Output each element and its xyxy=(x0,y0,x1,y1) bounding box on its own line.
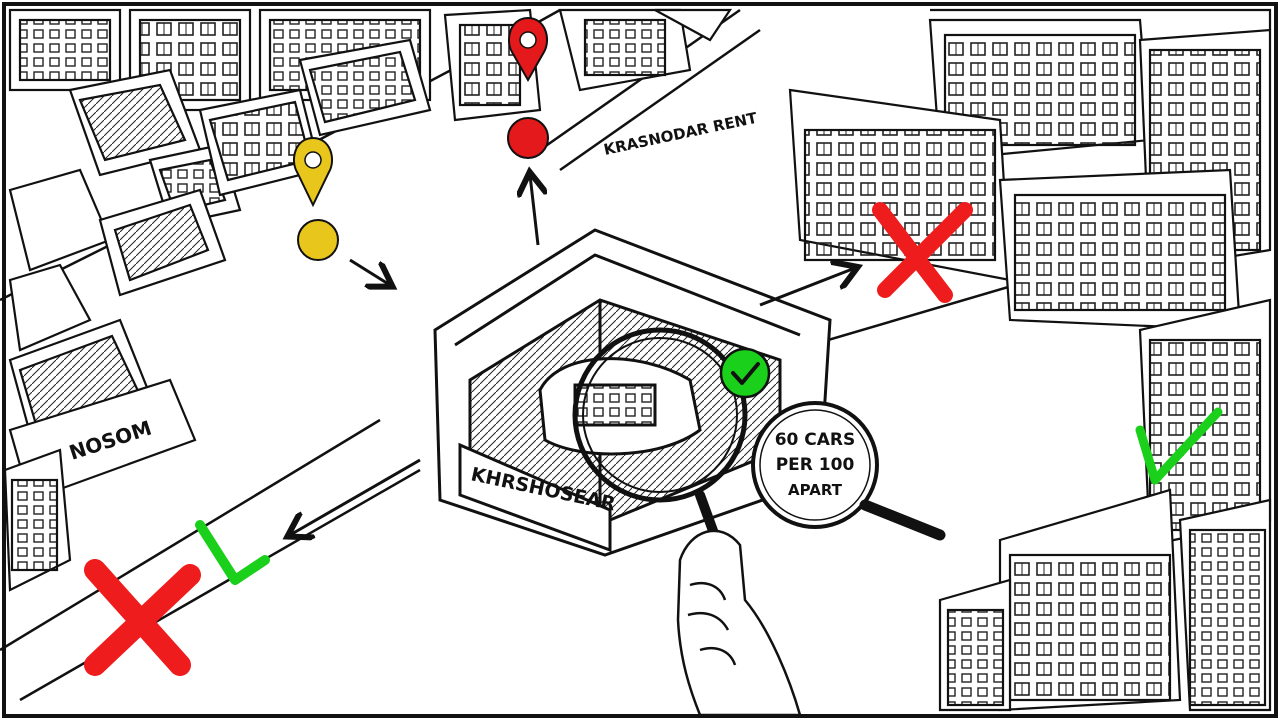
yellow-location-pin-icon xyxy=(293,136,339,261)
apartments-bottom-right xyxy=(938,298,1272,712)
arrow-icon-down-left xyxy=(290,458,421,535)
buildings-top-left xyxy=(8,8,432,352)
arrow-icon-right xyxy=(759,268,855,307)
top-street-label: KRASNODAR RENT xyxy=(602,109,759,159)
red-cross-icon xyxy=(872,202,973,303)
magnifier-callout: 60 CARS PER 100 APART xyxy=(751,401,946,541)
green-check-icon xyxy=(719,347,771,399)
red-cross-icon-bottom xyxy=(84,559,201,676)
green-check-icon-right xyxy=(1135,407,1223,485)
green-check-icon-bottom xyxy=(195,520,270,585)
magnifier-line2: PER 100 xyxy=(776,455,855,475)
magnifier-line1: 60 CARS xyxy=(775,430,856,450)
arrows xyxy=(290,175,855,535)
apartments-top-right xyxy=(788,8,1272,332)
buildings-left xyxy=(3,318,197,592)
buildings-top-center xyxy=(443,8,733,122)
hand xyxy=(676,529,802,717)
magnifier-line3: APART xyxy=(788,481,843,499)
arrow-icon-up xyxy=(530,175,538,246)
arrow-icon-right-down xyxy=(349,258,390,285)
red-location-pin-icon xyxy=(507,16,549,159)
garage xyxy=(433,228,832,557)
